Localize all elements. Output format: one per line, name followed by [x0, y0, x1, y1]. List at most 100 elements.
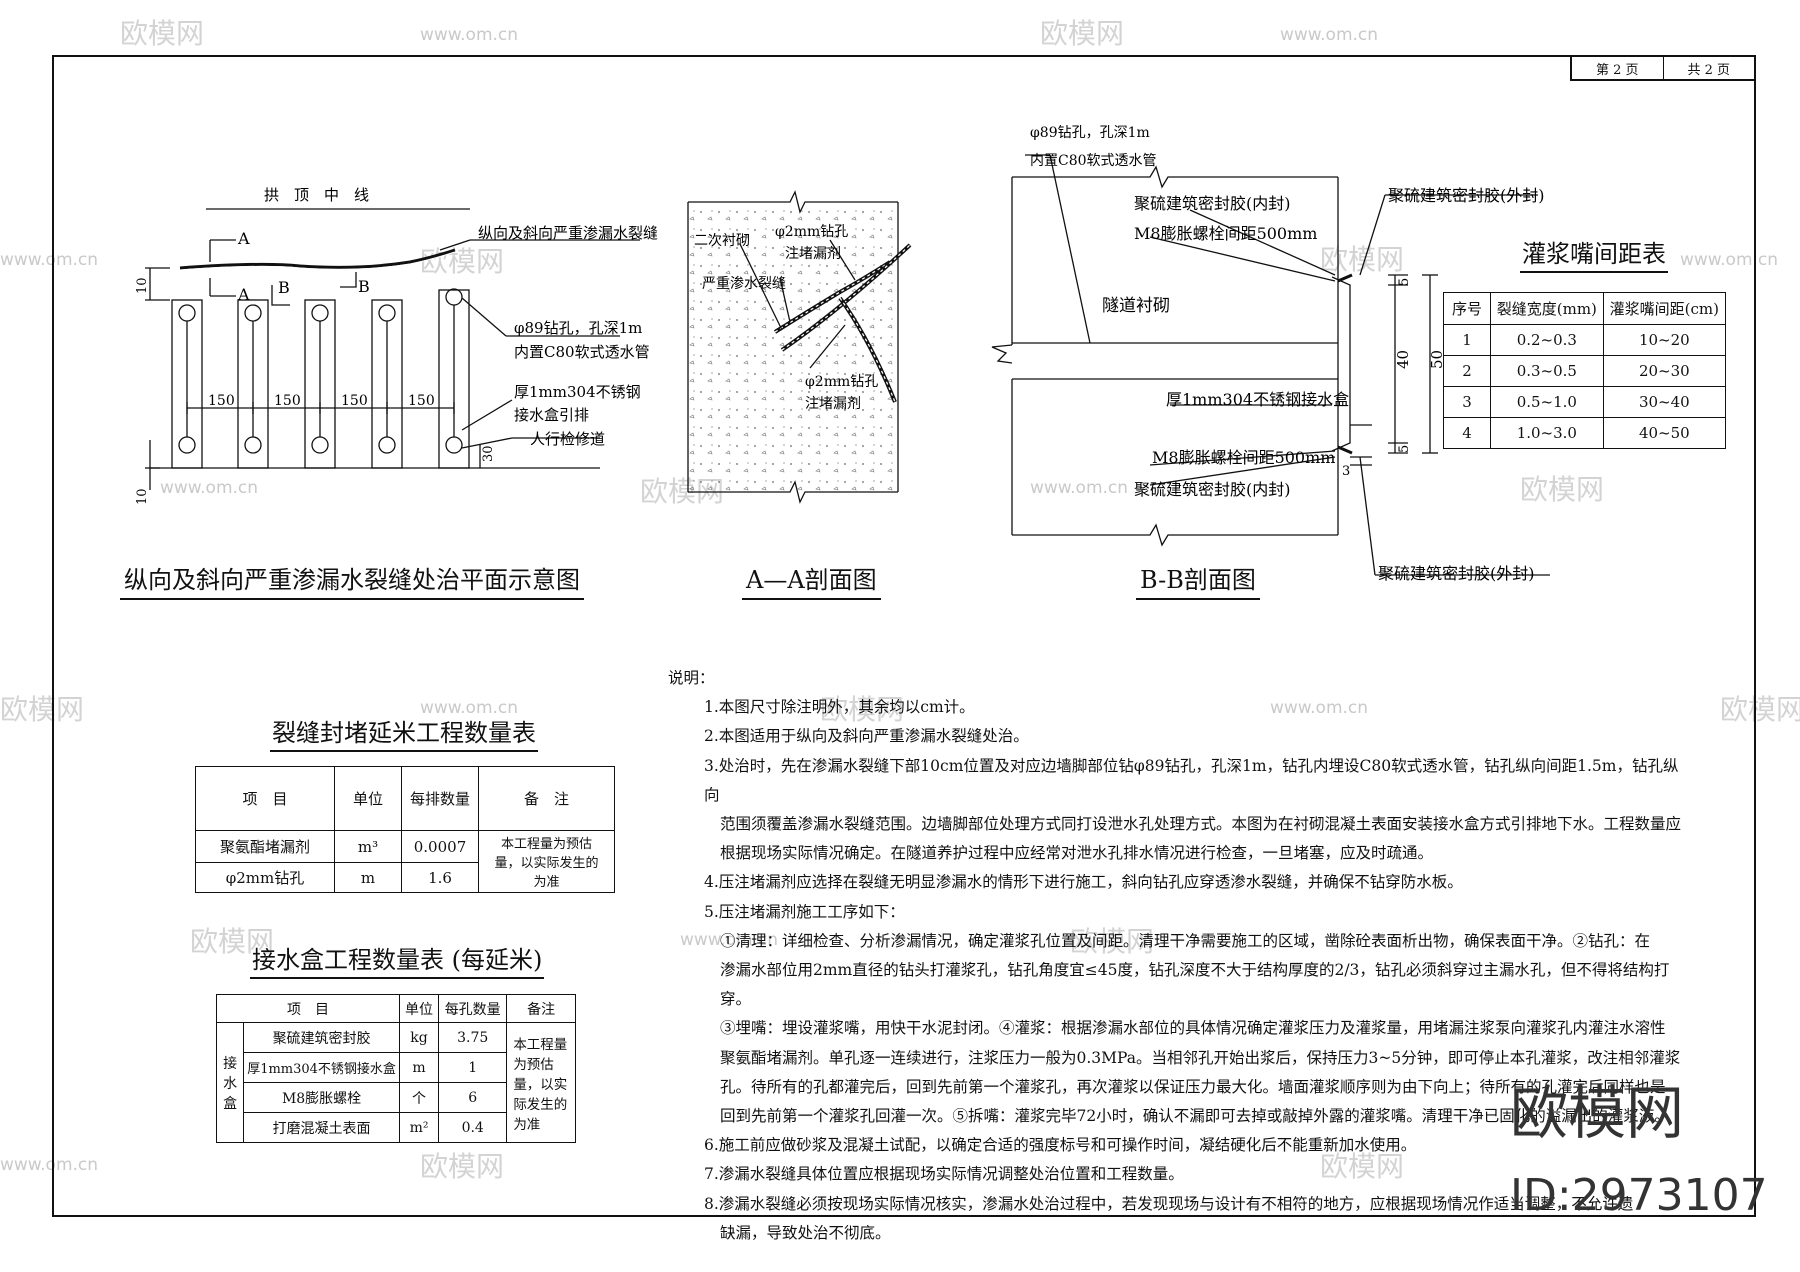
bb-sealant-inner-top: 聚硫建筑密封胶(内封) [1134, 194, 1291, 213]
aa-drill-label: φ2mm钻孔 [775, 224, 848, 240]
watermark: 欧模网 [1720, 693, 1800, 726]
bb-sealant-outer-top: 聚硫建筑密封胶(外封) [1388, 186, 1545, 205]
dim-150: 150 [274, 393, 301, 409]
box-cell: 厚1mm304不锈钢接水盒 [243, 1052, 400, 1083]
dim-150: 150 [408, 393, 435, 409]
page-number-box: 第 2 页 共 2 页 [1570, 55, 1756, 81]
box-cell: 0.4 [438, 1112, 508, 1143]
note-line: 范围须覆盖渗漏水裂缝范围。边墙脚部位处理方式同打设泄水孔处理方式。本图为在衬砌混… [720, 815, 1682, 834]
bb-bolt-bottom: M8膨胀螺栓间距500mm [1152, 448, 1335, 467]
crack-cell: 0.0007 [401, 830, 479, 863]
watermark-url: www.om.cn [0, 250, 99, 270]
box-cell: 3.75 [438, 1022, 508, 1053]
crack-cell: φ2mm钻孔 [195, 862, 335, 893]
box-cell: 个 [398, 1082, 440, 1113]
bb-dim-40: 40 [1394, 350, 1412, 369]
spacing-cell: 0.5~1.0 [1490, 386, 1604, 418]
note-line: 聚氨酯堵漏剂。单孔逐一连续进行，注浆压力一般为0.3MPa。当相邻孔开始出浆后，… [720, 1048, 1681, 1067]
brand-id: ID:2973107 [1510, 1170, 1768, 1221]
crack-header: 项 目 [195, 766, 335, 831]
watermark: 欧模网 [1040, 17, 1125, 50]
dim-10-top: 10 [135, 277, 150, 294]
watermark-url: www.om.cn [1270, 698, 1369, 718]
bb-hole-label: φ89钻孔，孔深1m [1030, 125, 1150, 141]
spacing-cell: 1.0~3.0 [1490, 417, 1604, 449]
watermark: 欧模网 [0, 693, 85, 726]
plan-hole-label: 内置C80软式透水管 [514, 343, 650, 361]
bb-bolt-top: M8膨胀螺栓间距500mm [1134, 224, 1317, 243]
spacing-cell: 3 [1443, 386, 1491, 418]
dim-150: 150 [208, 393, 235, 409]
watermark-url: www.om.cn [1680, 250, 1779, 270]
watermark: 欧模网 [1520, 473, 1605, 506]
note-line: 3.处治时，先在渗漏水裂缝下部10cm位置及对应边墙脚部位钻φ89钻孔，孔深1m… [704, 756, 1679, 804]
aa-drill-label: φ2mm钻孔 [805, 374, 878, 390]
watermark-url: www.om.cn [420, 698, 519, 718]
plan-walkway-label: 人行检修道 [530, 430, 605, 448]
crack-header: 每排数量 [401, 766, 479, 831]
aa-drill-label: 注堵漏剂 [805, 396, 861, 412]
plan-box-label: 厚1mm304不锈钢 [514, 383, 641, 401]
box-cell: 6 [438, 1082, 508, 1113]
box-header: 单位 [398, 994, 440, 1023]
note-line: ①清理：详细检查、分析渗漏情况，确定灌浆孔位置及间距。清理干净需要施工的区域，凿… [720, 931, 1651, 950]
page-current: 第 2 页 [1572, 57, 1664, 79]
dim-10-bottom: 10 [135, 488, 150, 505]
box-cell: 1 [438, 1052, 508, 1083]
section-aa-diagram: 二次衬砌 φ2mm钻孔 注堵漏剂 严重渗水裂缝 φ2mm钻孔 注堵漏剂 [687, 190, 912, 504]
watermark-url: www.om.cn [420, 25, 519, 45]
note-line: 渗漏水部位用2mm直径的钻头打灌浆孔，钻孔角度宜≤45度，钻孔深度不大于结构厚度… [720, 961, 1670, 1009]
spacing-cell: 0.3~0.5 [1490, 355, 1604, 387]
box-cell: M8膨胀螺栓 [243, 1082, 400, 1113]
note-line: 缺漏，导致处治不彻底。 [720, 1223, 891, 1242]
watermark-url: www.om.cn [160, 478, 259, 498]
spacing-cell: 40~50 [1602, 417, 1727, 449]
spacing-cell: 1 [1443, 324, 1491, 356]
dim-150: 150 [341, 393, 368, 409]
spacing-cell: 4 [1443, 417, 1491, 449]
plan-title: 纵向及斜向严重渗漏水裂缝处治平面示意图 [120, 560, 584, 600]
box-header: 备注 [506, 994, 576, 1023]
bb-lining-label: 隧道衬砌 [1102, 296, 1170, 316]
watermark: 欧模网 [420, 1150, 505, 1183]
box-table: 项 目 单位 每孔数量 备注 接水盒 聚硫建筑密封胶 kg 3.75 本工程量为… [215, 994, 576, 1143]
watermark-url: www.om.cn [680, 930, 779, 950]
spacing-cell: 10~20 [1602, 324, 1727, 356]
plan-diagram: 拱 顶 中 线 纵向及斜向严重渗漏水裂缝 A A B B 150 150 150… [135, 186, 658, 505]
crack-cell: m³ [334, 830, 402, 863]
aa-drill-label: 注堵漏剂 [785, 246, 841, 262]
spacing-header: 裂缝宽度(mm) [1490, 292, 1604, 325]
box-group: 接水盒 [215, 1022, 245, 1143]
note-line: 4.压注堵漏剂应选择在裂缝无明显渗漏水的情形下进行施工，斜向钻孔应穿透渗水裂缝，… [704, 873, 1463, 892]
box-cell: 打磨混凝土表面 [243, 1112, 400, 1143]
aa-lining-label: 二次衬砌 [694, 233, 750, 249]
note-line: 5.压注堵漏剂施工工序如下： [704, 902, 905, 921]
box-cell: kg [398, 1022, 440, 1053]
crack-cell: m [334, 862, 402, 893]
bb-dim-50: 50 [1428, 350, 1446, 369]
watermark: 欧模网 [1070, 925, 1155, 958]
crack-header: 单位 [334, 766, 402, 831]
crack-header: 备 注 [478, 766, 615, 831]
box-header: 每孔数量 [438, 994, 508, 1023]
crack-note: 本工程量为预估量，以实际发生的为准 [478, 830, 615, 893]
section-b-marker: B [278, 278, 290, 297]
section-aa-title: A—A剖面图 [742, 560, 881, 600]
page-total: 共 2 页 [1687, 62, 1731, 78]
plan-hole-label: φ89钻孔，孔深1m [514, 319, 642, 337]
note-line: 7.渗漏水裂缝具体位置应根据现场实际情况调整处治位置和工程数量。 [704, 1165, 1184, 1184]
notes-heading: 说明： [668, 669, 715, 687]
watermark: 欧模网 [190, 925, 275, 958]
crack-table-title: 裂缝封堵延米工程数量表 [270, 713, 538, 752]
box-cell: m [398, 1052, 440, 1083]
plan-crack-label: 纵向及斜向严重渗漏水裂缝 [478, 224, 658, 242]
spacing-header: 灌浆嘴间距(cm) [1602, 292, 1727, 325]
section-a-marker: A [237, 229, 250, 248]
section-bb-diagram: φ89钻孔，孔深1m 内置C80软式透水管 聚硫建筑密封胶(内封) 聚硫建筑密封… [991, 125, 1550, 583]
section-a-marker: A [237, 285, 250, 304]
note-line: 8.渗漏水裂缝必须按现场实际情况核实，渗漏水处治过程中，若发现现场与设计有不相符… [704, 1194, 1634, 1213]
bb-dim-5: 5 [1397, 278, 1412, 286]
note-line: 2.本图适用于纵向及斜向严重渗漏水裂缝处治。 [704, 727, 1029, 746]
spacing-cell: 0.2~0.3 [1490, 324, 1604, 356]
